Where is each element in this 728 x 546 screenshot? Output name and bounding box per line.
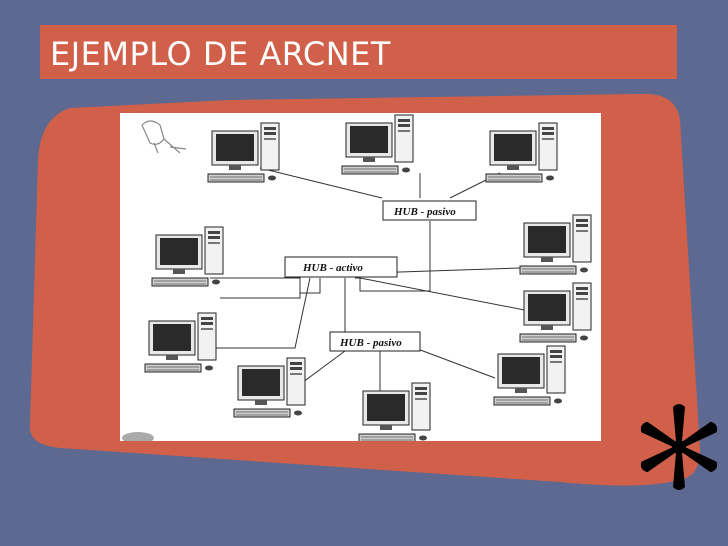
computer-icon <box>485 122 558 183</box>
sketch-figure <box>122 432 154 444</box>
computer-icon <box>233 357 306 418</box>
asterisk-icon <box>640 404 718 490</box>
computer-icon <box>493 345 566 406</box>
title-bar: EJEMPLO DE ARCNET <box>40 25 677 79</box>
sketch-figure <box>141 120 187 154</box>
computer-icon <box>519 282 592 343</box>
hub-bottom-label: HUB - pasivo <box>339 337 402 349</box>
hub-active-label: HUB - activo <box>302 262 363 274</box>
network-links <box>210 167 541 393</box>
arcnet-diagram: HUB - pasivo HUB - activo HUB - pasivo <box>120 113 601 444</box>
computer-icon <box>151 226 224 287</box>
computer-icon <box>207 122 280 183</box>
computer-icon <box>358 382 431 443</box>
hub-bottom: HUB - pasivo <box>329 331 421 352</box>
hub-top: HUB - pasivo <box>382 200 477 221</box>
slide-title: EJEMPLO DE ARCNET <box>50 35 391 73</box>
hub-active: HUB - activo <box>284 256 398 278</box>
computer-icon <box>144 312 217 373</box>
computer-icon <box>341 114 414 175</box>
hub-top-label: HUB - pasivo <box>393 206 456 218</box>
computer-icon <box>519 214 592 275</box>
